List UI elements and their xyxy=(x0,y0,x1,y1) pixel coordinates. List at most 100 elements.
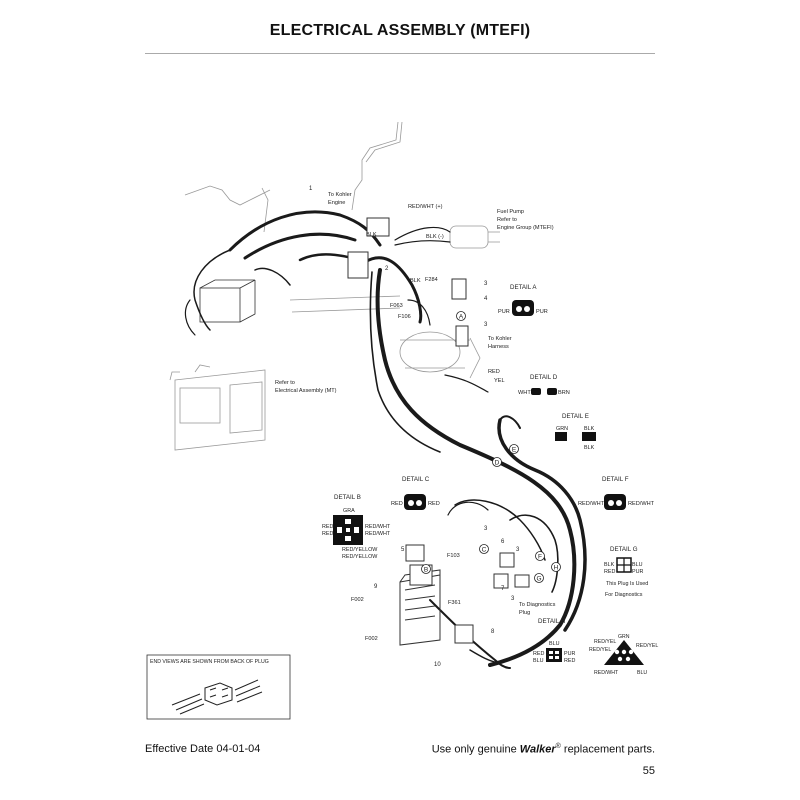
locator-b xyxy=(421,564,431,574)
detail-a-left: PUR xyxy=(498,309,510,315)
detail-f-left: RED/WHT xyxy=(578,501,605,507)
locator-d xyxy=(492,457,502,467)
detail-b-l2: RED xyxy=(322,531,333,537)
detail-e-left: GRN xyxy=(556,426,568,432)
f002-label-a: F002 xyxy=(351,597,364,603)
detail-d-title: DETAIL D xyxy=(530,374,558,381)
detail-c-left: RED xyxy=(391,501,403,507)
end-views-inset: END VIEWS ARE SHOWN FROM BACK OF PLUG xyxy=(146,654,291,720)
red-wht-plus-label: RED/WHT (+) xyxy=(408,204,443,210)
refer-to-2: Electrical Assembly (MT) xyxy=(275,388,337,394)
detail-g: DETAIL G BLK RED BLU PUR This Plug Is Us… xyxy=(604,546,648,598)
detail-b-l1: RED xyxy=(322,524,333,530)
wiring-harness xyxy=(184,210,587,669)
detail-h-plug xyxy=(546,648,562,662)
to-kohler-harness-2: Harness xyxy=(488,344,509,350)
detail-e-plug-1 xyxy=(555,432,567,441)
detail-g-r2: PUR xyxy=(632,569,643,575)
detail-d-left: WHT xyxy=(518,390,531,396)
detail-h-l1: RED xyxy=(533,651,544,657)
f361-label: F361 xyxy=(448,600,461,606)
detail-h: DETAIL H BLU RED BLU PUR RED xyxy=(533,618,575,664)
detail-d-right: BRN xyxy=(558,390,570,396)
detail-c-plug xyxy=(404,494,426,510)
detail-h-r1: PUR xyxy=(564,651,575,657)
end-views-label: END VIEWS ARE SHOWN FROM BACK OF PLUG xyxy=(150,659,269,665)
footer-prefix: Use only genuine xyxy=(431,743,520,756)
background-parts xyxy=(169,121,500,451)
item-3a: 3 xyxy=(484,281,488,287)
item-5: 5 xyxy=(401,547,405,553)
detail-b-r1: RED/WHT xyxy=(365,524,391,530)
callout-labels: To Kohler Engine RED/WHT (+) BLK (-) Fue… xyxy=(275,192,556,642)
detail-h2-br: BLU xyxy=(637,670,647,676)
refer-to-1: Refer to xyxy=(275,380,295,386)
to-kohler-harness-1: To Kohler xyxy=(488,336,512,342)
detail-g-l2: RED xyxy=(604,569,615,575)
detail-c: DETAIL C RED RED xyxy=(391,476,440,510)
detail-g-r1: BLU xyxy=(632,562,643,568)
red-label: RED xyxy=(488,369,500,375)
detail-a: DETAIL A PUR PUR xyxy=(498,284,548,316)
locator-e-label: E xyxy=(512,447,517,454)
locator-e xyxy=(509,444,519,454)
detail-g-note-1: This Plug Is Used xyxy=(606,581,648,587)
yel-label: YEL xyxy=(494,378,505,384)
detail-f: DETAIL F RED/WHT RED/WHT xyxy=(578,476,655,510)
f103-label: F103 xyxy=(447,553,460,559)
to-kohler-engine-2: Engine xyxy=(328,200,345,206)
detail-c-title: DETAIL C xyxy=(402,476,430,483)
detail-a-title: DETAIL A xyxy=(510,284,537,291)
detail-h2-tl2: RED/YEL xyxy=(589,647,611,653)
detail-locators xyxy=(421,311,561,583)
detail-b-r2: RED/WHT xyxy=(365,531,391,537)
title-rule xyxy=(145,53,655,54)
item-8: 8 xyxy=(491,629,495,635)
locator-h xyxy=(551,562,561,572)
locator-f xyxy=(535,551,545,561)
detail-c-right: RED xyxy=(428,501,440,507)
item-numbers: 1 2 3 4 3 3 6 3 5 9 7 3 8 10 xyxy=(309,186,520,668)
detail-b-top: GRA xyxy=(343,508,355,514)
detail-d-plug-2 xyxy=(547,388,557,395)
detail-g-note-2: For Diagnostics xyxy=(605,592,643,598)
item-1: 1 xyxy=(309,186,313,192)
item-3d: 3 xyxy=(516,547,520,553)
locator-c-label: C xyxy=(482,547,487,554)
detail-e-right-top: BLK xyxy=(584,426,595,432)
detail-e-plug-2 xyxy=(582,432,596,441)
detail-f-right: RED/WHT xyxy=(628,501,655,507)
detail-d-plug-1 xyxy=(531,388,541,395)
page-number: 55 xyxy=(642,765,655,777)
detail-h2-tl: RED/YEL xyxy=(594,639,616,645)
detail-h2-bl: RED/WHT xyxy=(594,670,619,676)
footer-brand: Walker xyxy=(519,743,556,756)
page-title: ELECTRICAL ASSEMBLY (MTEFI) xyxy=(269,22,531,39)
detail-a-plug xyxy=(512,300,534,316)
item-3b: 3 xyxy=(484,322,488,328)
locator-g-label: G xyxy=(536,576,541,583)
item-3e: 3 xyxy=(511,596,515,602)
detail-b: DETAIL B GRA RED RED RED/WHT RED/WHT RED… xyxy=(322,494,391,560)
item-10: 10 xyxy=(434,662,441,668)
item-6: 6 xyxy=(501,539,505,545)
item-3c: 3 xyxy=(484,526,488,532)
footer-note: Use only genuine Walker® replacement par… xyxy=(432,743,655,756)
f284-label: F284 xyxy=(425,277,438,283)
detail-a-right: PUR xyxy=(536,309,548,315)
detail-h2-top: GRN xyxy=(618,634,630,640)
detail-g-l1: BLK xyxy=(604,562,615,568)
locator-b-label: B xyxy=(424,567,428,574)
fuel-pump-3: Engine Group (MTEFI) xyxy=(497,225,554,231)
locator-d-label: D xyxy=(495,460,500,467)
detail-d: DETAIL D WHT BRN xyxy=(518,374,570,396)
detail-e: DETAIL E GRN BLK BLK xyxy=(555,413,596,451)
to-kohler-engine-1: To Kohler xyxy=(328,192,352,198)
locator-c xyxy=(479,544,489,554)
item-4: 4 xyxy=(484,296,488,302)
detail-b-b1: RED/YELLOW xyxy=(342,547,378,553)
f106-label: F106 xyxy=(398,314,411,320)
fuel-pump-2: Refer to xyxy=(497,217,517,223)
locator-h-label: H xyxy=(554,565,559,572)
detail-h-top: BLU xyxy=(549,641,560,647)
